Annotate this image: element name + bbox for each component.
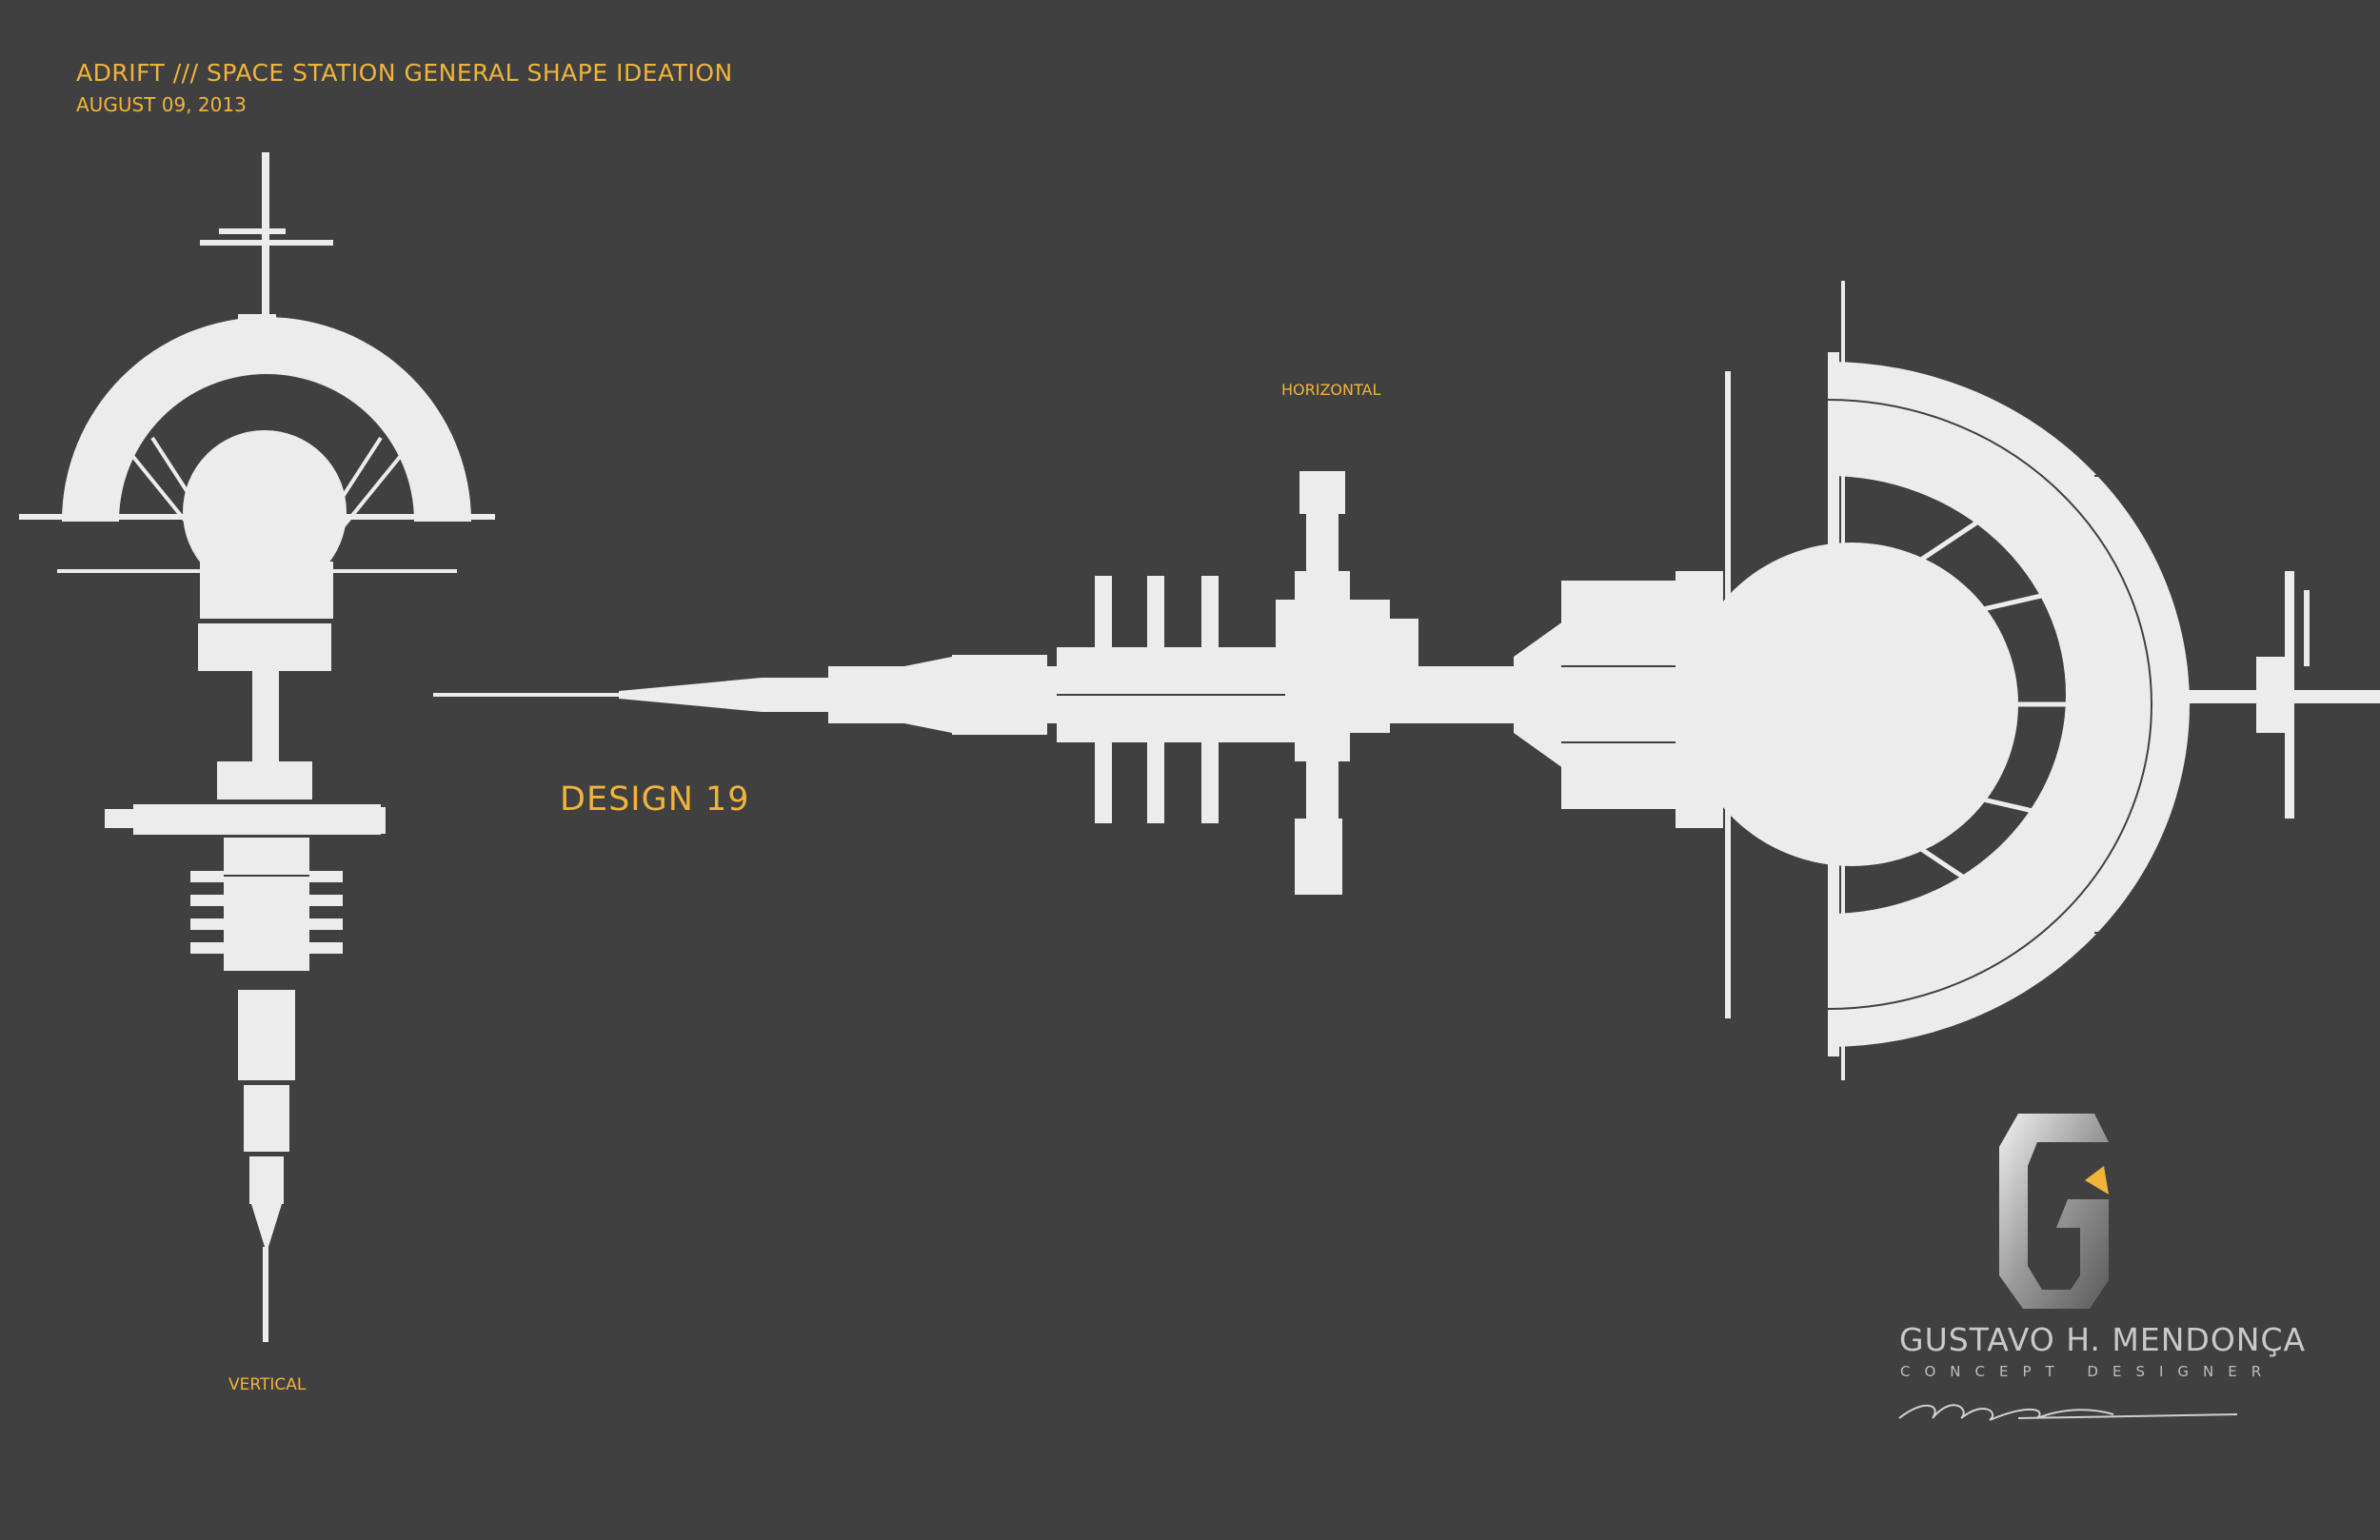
vertical-view-label: VERTICAL [228, 1375, 307, 1394]
gustavo-logo-icon [1999, 1114, 2109, 1309]
horizontal-station-silhouette [433, 281, 2380, 1080]
vertical-station-silhouette [19, 152, 495, 1342]
designer-name: GUSTAVO H. MENDONÇA [1899, 1321, 2307, 1358]
designer-role: CONCEPT DESIGNER [1900, 1363, 2276, 1380]
signature-scribble-icon [1898, 1404, 2238, 1421]
page-date: AUGUST 09, 2013 [76, 93, 247, 116]
page-title: ADRIFT /// SPACE STATION GENERAL SHAPE I… [76, 59, 733, 87]
design-label: DESIGN 19 [560, 780, 750, 819]
horizontal-view-label: HORIZONTAL [1281, 381, 1381, 399]
detail-lines [224, 399, 2171, 1010]
